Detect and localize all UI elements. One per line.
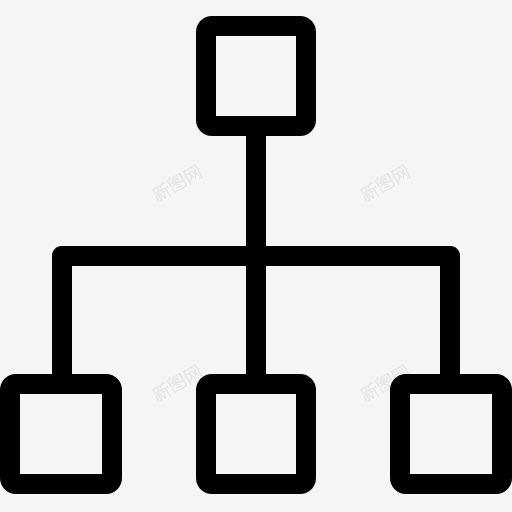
bottom-left-node-box (0, 374, 122, 494)
bottom-right-node-box (390, 374, 512, 494)
top-node-box (196, 16, 316, 136)
bottom-center-node-box (196, 374, 316, 494)
